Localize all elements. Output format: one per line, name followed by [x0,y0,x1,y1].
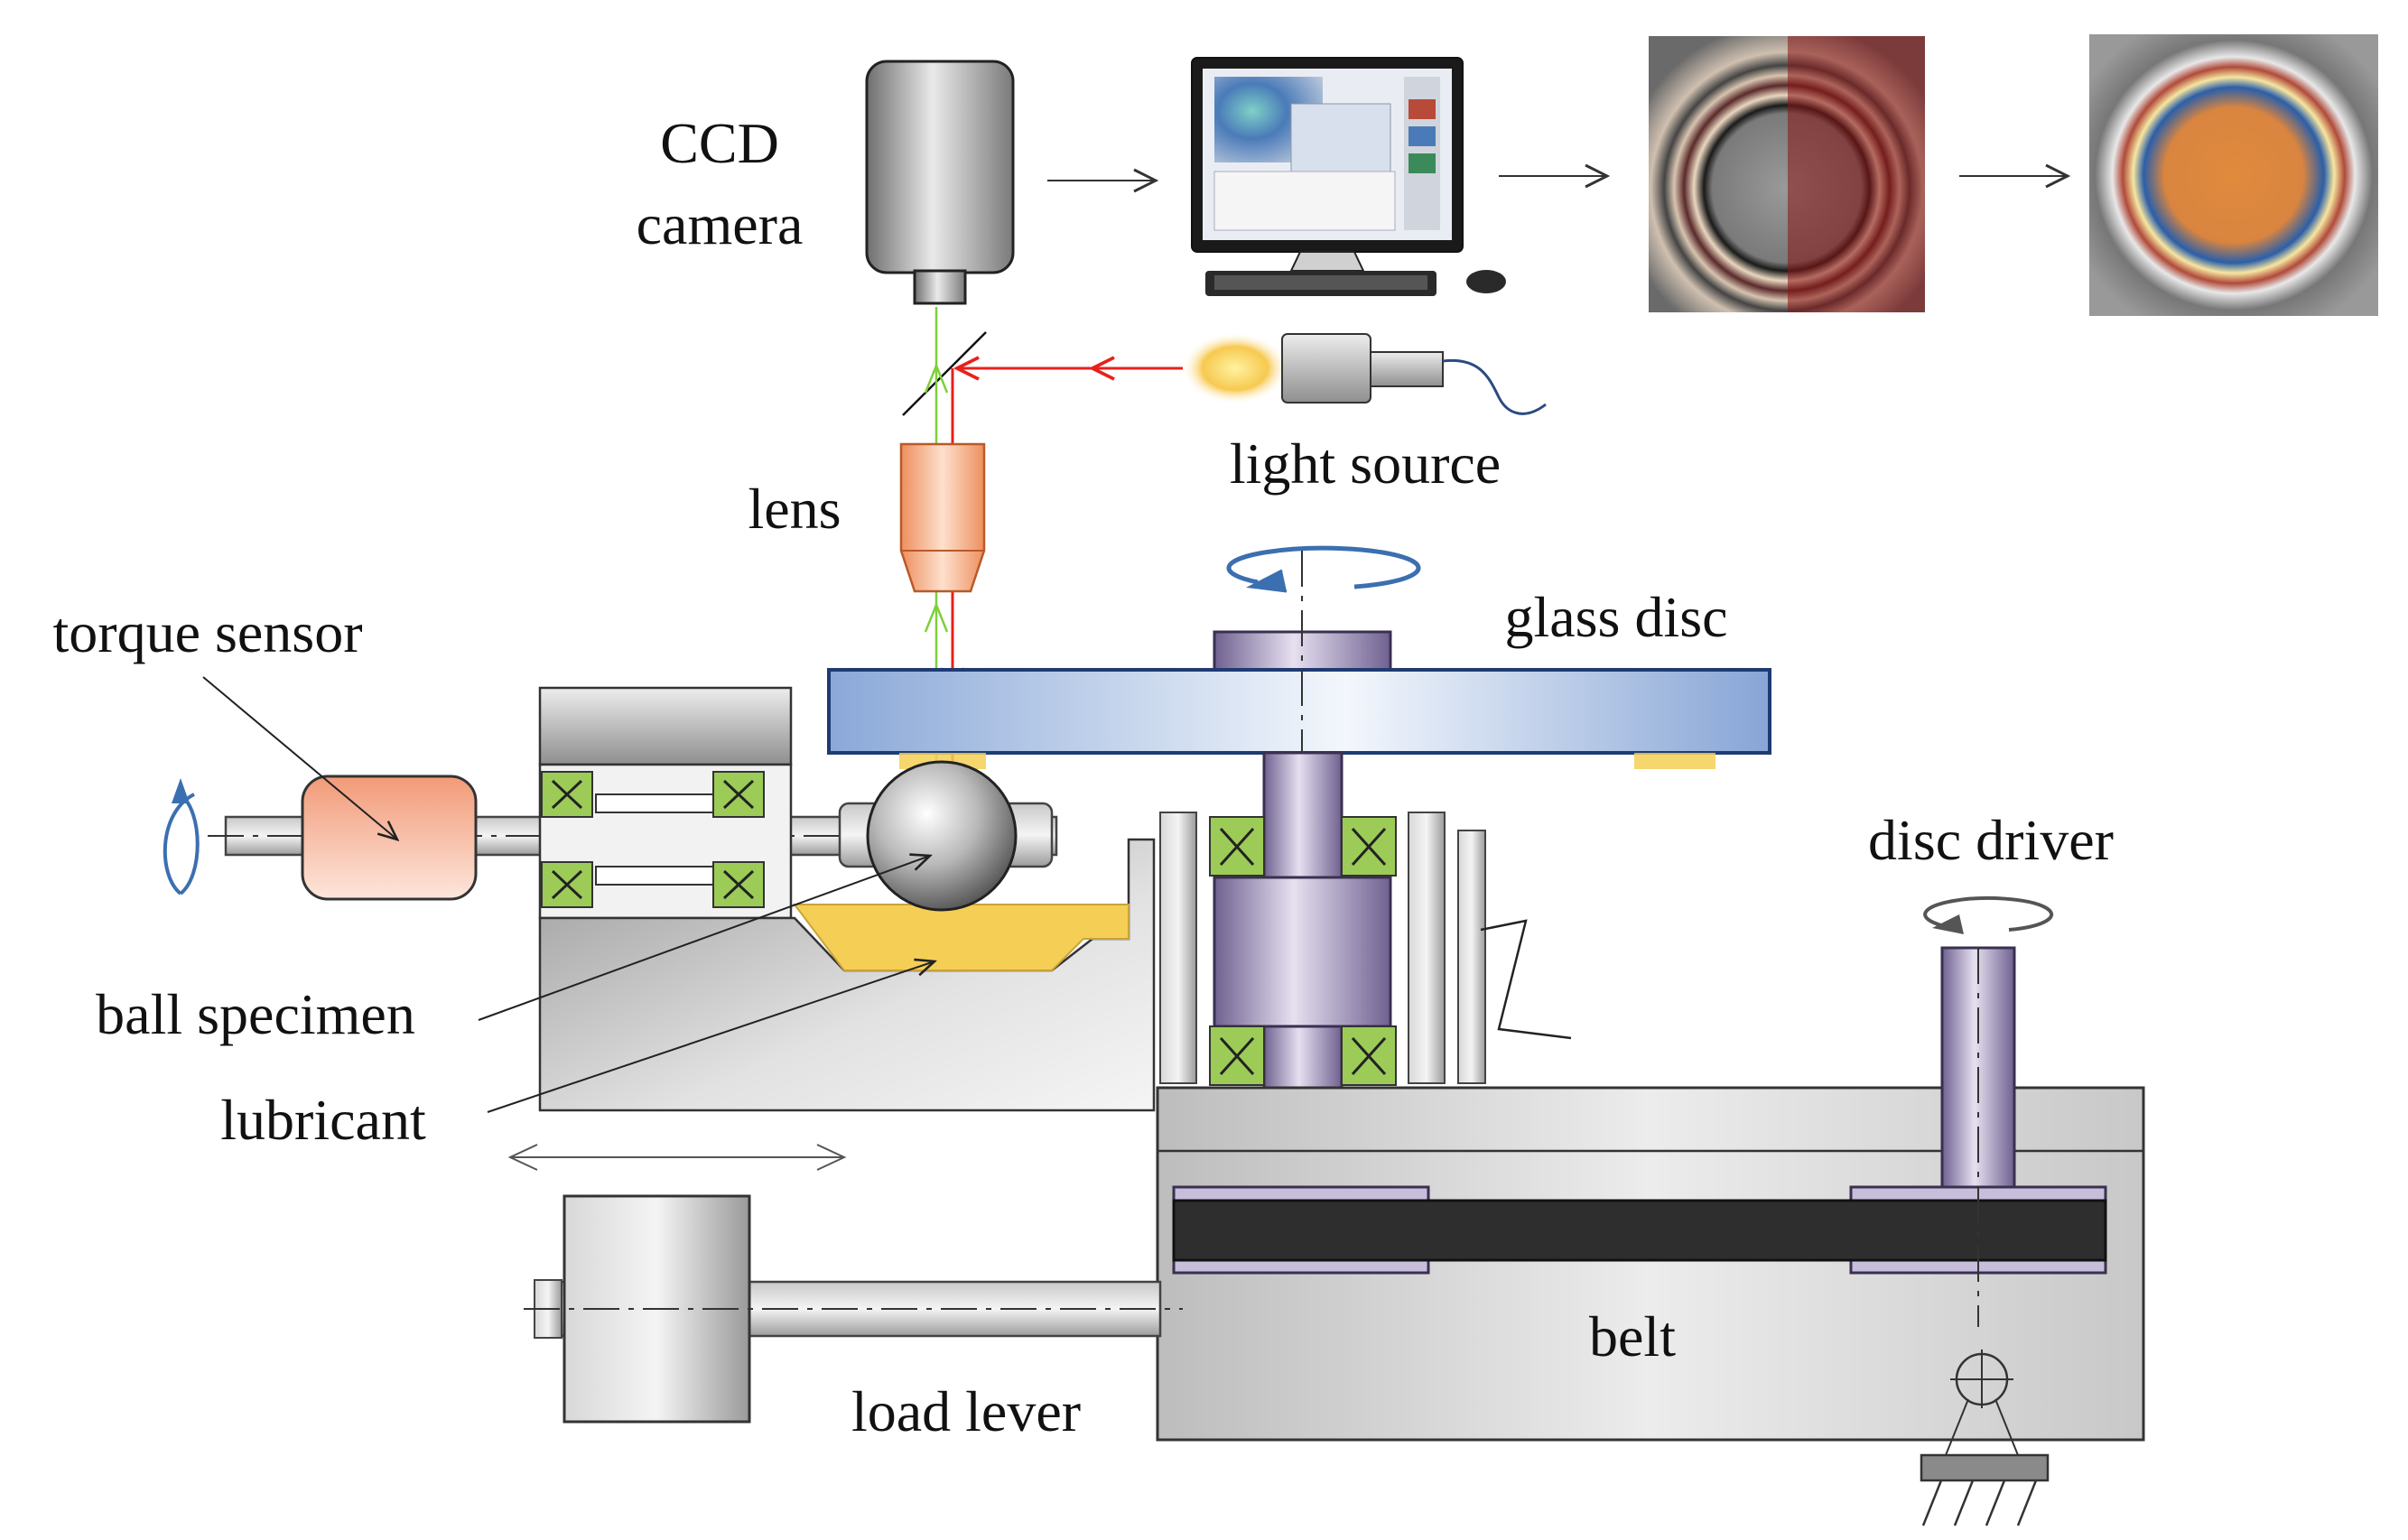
torque-rotation-arrow [163,778,200,895]
light-source-icon [1181,332,1547,415]
spindle-upper [1262,751,1343,881]
reflected-arrow-1 [924,601,949,633]
torque-sensor-leader [202,676,397,840]
torque-sensor [301,775,478,901]
spindle-bearing-top-right [1341,816,1397,877]
disc-driver-rotation-arrow [1923,896,2054,934]
film-thickness-map-image [2089,34,2378,316]
ball-specimen-leader [478,856,930,1021]
slide-direction-arrow [507,1144,847,1171]
ball-specimen-label: ball specimen [96,982,415,1046]
glass-disc [827,668,1771,755]
objective-lens-icon [899,442,986,593]
belt-label: belt [1589,1304,1676,1368]
spindle-bearing-bottom-right [1341,1025,1397,1086]
monitor-icon [1191,57,1506,296]
spindle-bearing-top-left [1209,816,1265,877]
lubricant-label: lubricant [220,1088,426,1152]
ccd-camera-label-line2: camera [637,192,804,256]
glass-disc-label: glass disc [1504,585,1727,649]
lens-label: lens [748,477,841,541]
interference-image-raw [1649,36,1925,312]
lubricant-leader [487,961,934,1113]
disc-driver-label: disc driver [1868,808,2114,872]
spindle-middle [1213,876,1392,1028]
beam-splitter [902,331,987,416]
spindle-bearing-bottom-left [1209,1025,1265,1086]
torque-sensor-label: torque sensor [52,600,362,664]
shaft-bearing-lower-right [712,861,765,908]
belt [1172,1199,2107,1262]
lubricant-pool [792,904,1130,971]
light-source-label: light source [1230,431,1501,496]
shaft-bearing-lower-left [541,861,593,908]
load-lever-label: load lever [851,1379,1081,1443]
glass-disc-rotation-arrow [1226,545,1421,593]
shaft-bearing-upper-right [712,771,765,818]
reflected-arrow-3 [924,362,949,394]
ccd-camera-icon [865,60,1015,305]
ball-specimen [866,760,1018,912]
shaft-bearing-upper-left [541,771,593,818]
pivot-support-icon [1920,1350,2050,1526]
spindle-housing [1159,812,1572,1084]
ccd-camera-label-line1: CCD [660,111,779,175]
contact-spot-right [1634,753,1715,769]
